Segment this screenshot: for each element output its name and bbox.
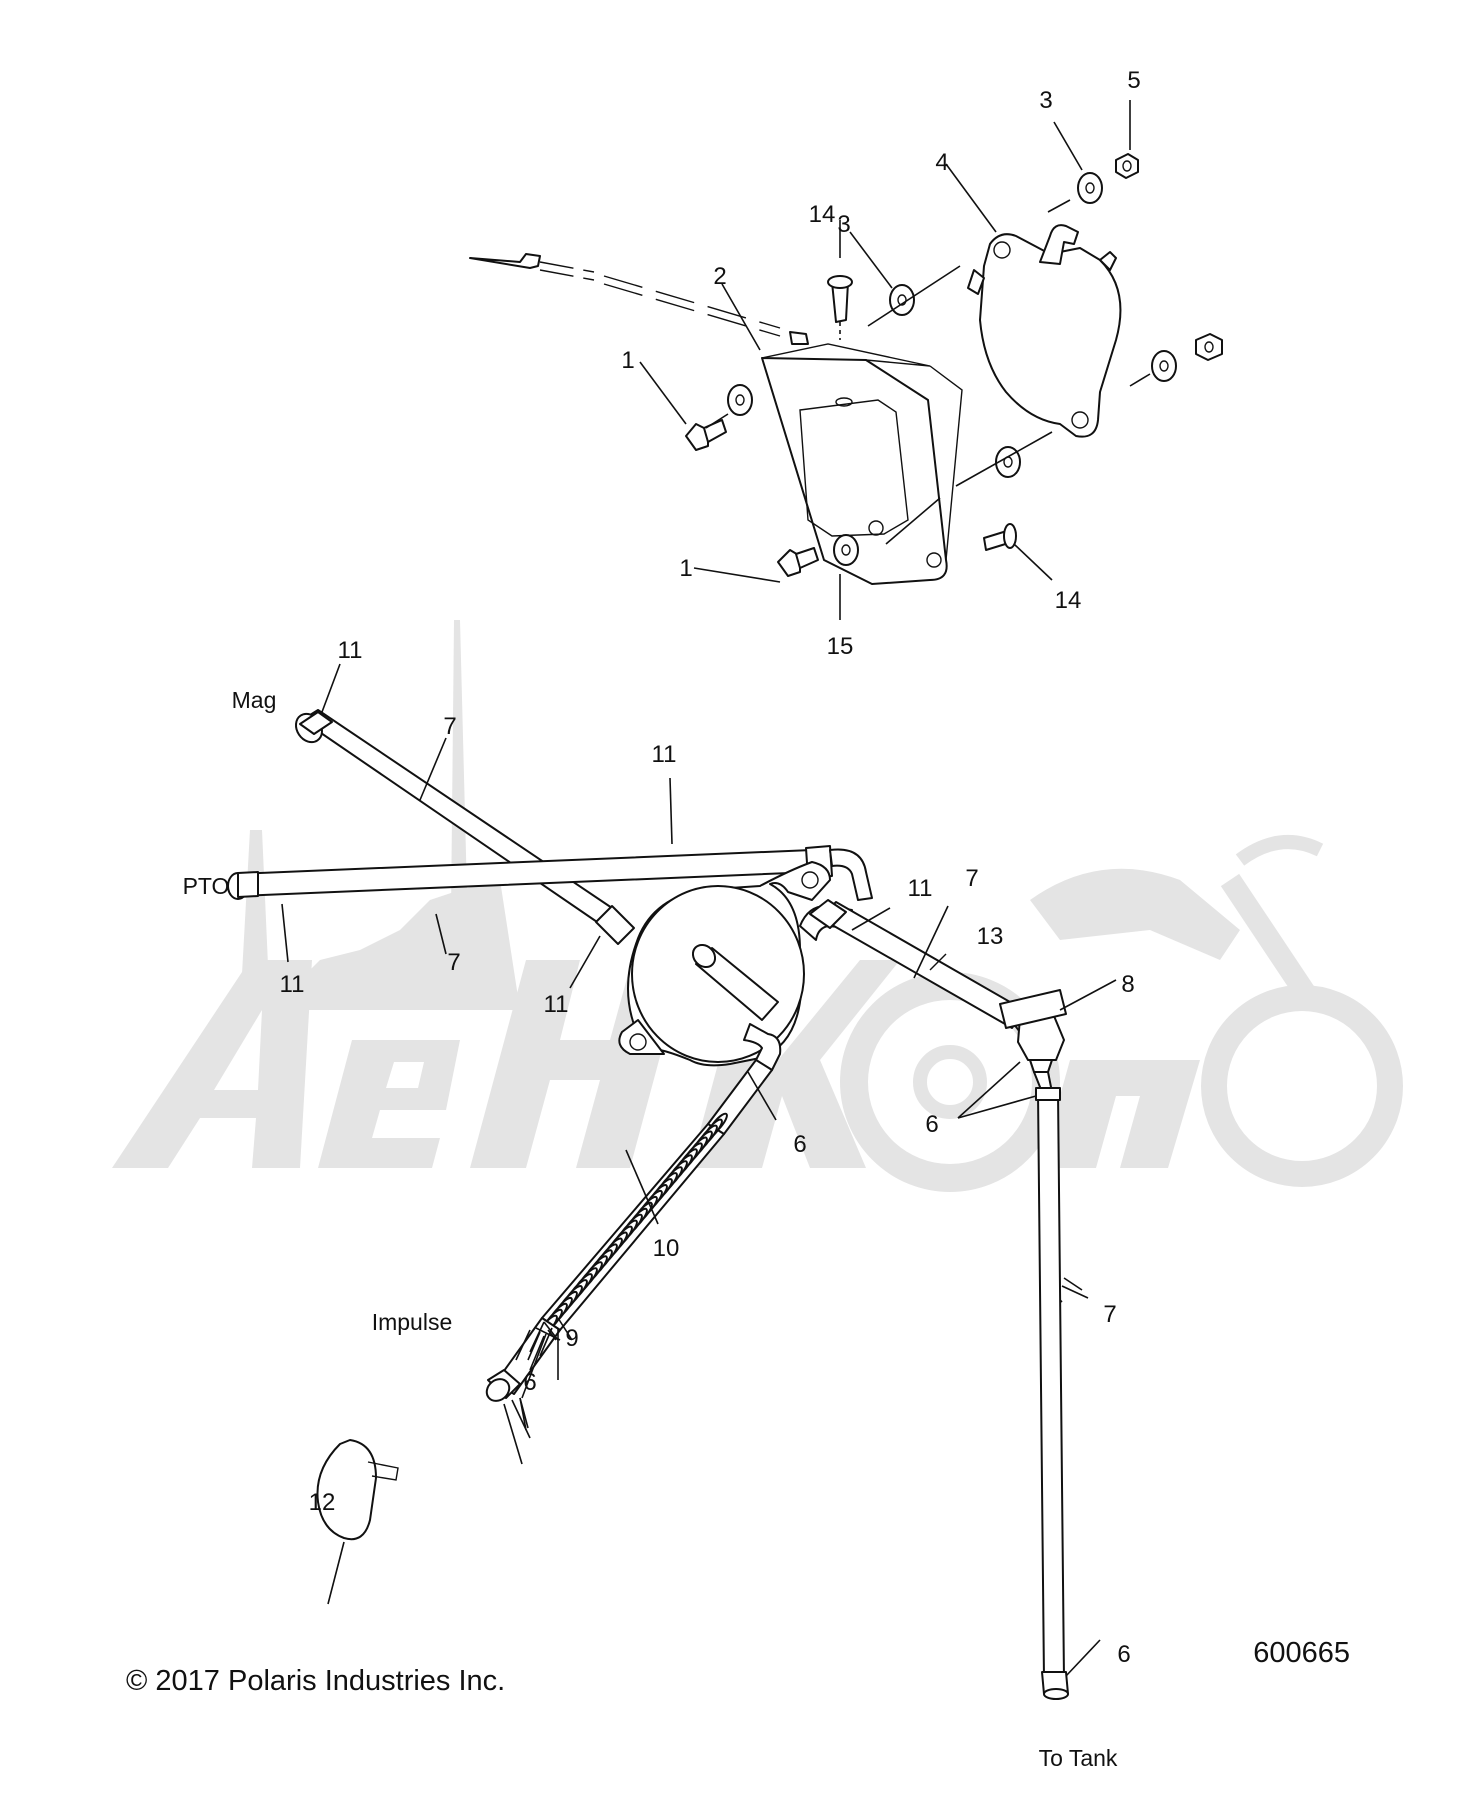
part-number: 9 (565, 1325, 578, 1352)
callout-impulse: Impulse (372, 1309, 453, 1335)
impulse-hose (485, 1023, 782, 1402)
part-number: 8 (1121, 971, 1134, 998)
part-number: 3 (837, 211, 850, 238)
fuel-pump-top (967, 224, 1122, 438)
callout-labels: Mag PTO Impulse To Tank (183, 687, 1118, 1771)
part-number: 13 (977, 923, 1004, 950)
part-number-labels: 5 3 4 14 3 2 1 1 15 14 11 7 11 11 7 13 7… (280, 67, 1141, 1668)
part-number: 11 (280, 971, 305, 998)
part-number: 15 (827, 633, 854, 660)
watermark-logo (112, 620, 1403, 1192)
callout-to-tank: To Tank (1039, 1745, 1118, 1771)
part-number: 7 (1103, 1301, 1116, 1328)
part-number: 4 (935, 149, 948, 176)
part-number: 3 (1039, 87, 1052, 114)
corrugated-sleeve (538, 1112, 728, 1338)
fuel-line-to-tank (1035, 1087, 1069, 1700)
part-number: 1 (679, 555, 692, 582)
part-number: 11 (908, 875, 933, 902)
part-number: 10 (653, 1235, 680, 1262)
part-number: 6 (523, 1369, 536, 1396)
mounting-bracket (761, 343, 963, 585)
fuel-valve (999, 989, 1067, 1093)
part-number: 11 (544, 991, 569, 1018)
part-number: 6 (925, 1111, 938, 1138)
callout-mag: Mag (232, 687, 277, 713)
part-number: 7 (443, 713, 456, 740)
part-number: 1 (621, 347, 634, 374)
upper-leader-lines (639, 100, 1151, 620)
lower-leader-lines (281, 663, 1117, 1677)
diagram-number: 600665 (1253, 1637, 1350, 1669)
part-number: 2 (713, 263, 726, 290)
ground-wire (469, 253, 809, 345)
part-number: 12 (309, 1489, 336, 1516)
part-number: 11 (652, 741, 677, 768)
part-number: 6 (793, 1131, 806, 1158)
fuel-pump-lower (595, 861, 853, 1067)
part-number: 5 (1127, 67, 1140, 94)
callout-pto: PTO (183, 873, 230, 899)
part-number: 14 (809, 201, 836, 228)
hose-clamp (316, 1439, 399, 1541)
part-number: 6 (1117, 1641, 1130, 1668)
part-number: 14 (1055, 587, 1082, 614)
part-number: 11 (338, 637, 363, 664)
part-number: 7 (447, 949, 460, 976)
copyright-notice: © 2017 Polaris Industries Inc. (126, 1665, 505, 1697)
upper-hardware (685, 153, 1223, 577)
part-number: 7 (965, 865, 978, 892)
